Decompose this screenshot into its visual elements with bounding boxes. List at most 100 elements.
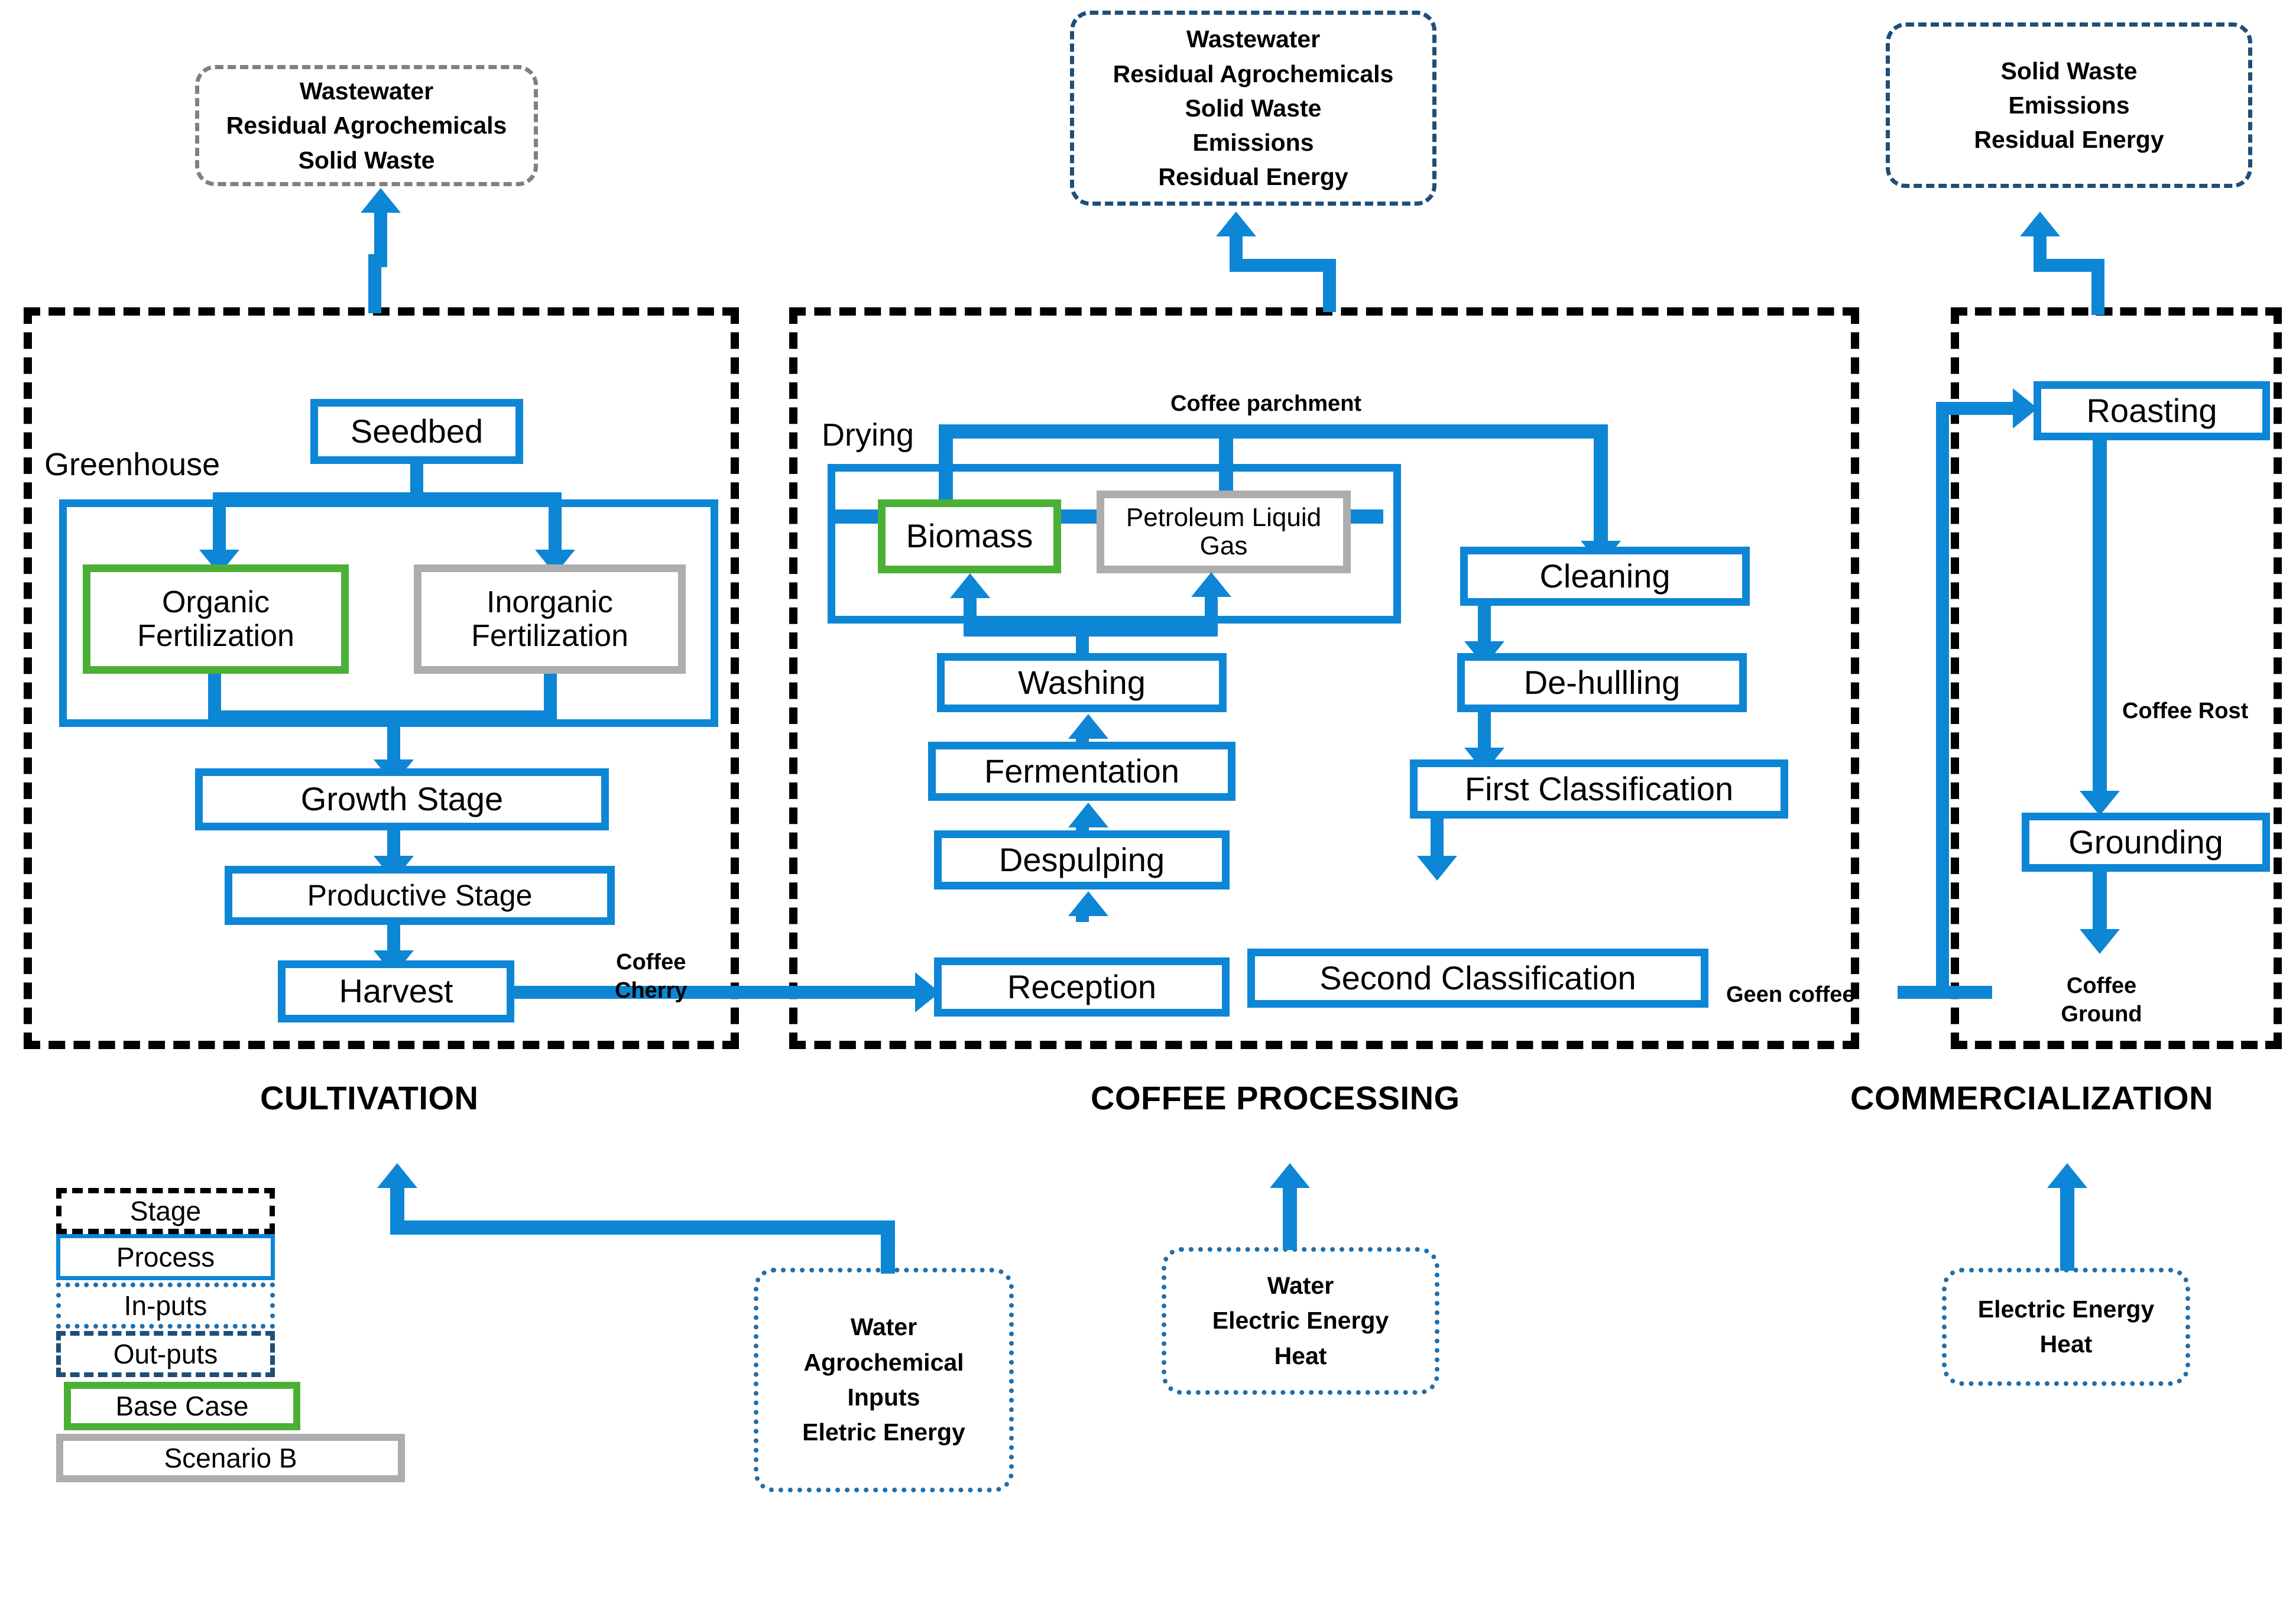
process-productive-stage[interactable]: Productive Stage <box>225 866 615 925</box>
flow-label-line: Cherry <box>615 978 687 1003</box>
connector-inorganic-down <box>544 674 557 710</box>
process-cleaning[interactable]: Cleaning <box>1460 547 1750 606</box>
input-line: Agrochemical <box>803 1348 964 1376</box>
process-label-line: Gas <box>1199 531 1248 560</box>
connector-cult-input-arrow <box>377 1163 417 1188</box>
process-petroleum-liquid-gas[interactable]: Petroleum Liquid Gas <box>1097 491 1351 573</box>
output-line: Wastewater <box>299 77 434 105</box>
process-inorganic-fertilization[interactable]: Inorganic Fertilization <box>414 564 686 674</box>
connector-comm-output-h <box>2034 259 2104 272</box>
input-line: Heat <box>1274 1342 1327 1369</box>
output-line: Emissions <box>2008 91 2130 119</box>
output-line: Residual Energy <box>1974 126 2164 154</box>
legend-item-stage: Stage <box>56 1188 275 1234</box>
flow-label-line: Ground <box>2061 1001 2142 1027</box>
connector-grounding-out <box>2093 872 2107 934</box>
input-line: Water <box>850 1313 917 1341</box>
legend-item-scenario-b: Scenario B <box>56 1434 405 1482</box>
connector-processing-output-v1 <box>1230 236 1243 266</box>
input-box-cultivation: Water Agrochemical Inputs Eletric Energy <box>754 1268 1014 1492</box>
input-line: Electric Energy <box>1977 1295 2155 1323</box>
connector-cultivation-output-v2 <box>368 254 381 313</box>
connector-comm-input-arrow <box>2047 1163 2087 1188</box>
connector-cultivation-output-v1 <box>374 213 387 260</box>
flow-label-geen-coffee: Geen coffee <box>1726 982 1855 1007</box>
connector-parchment-v-right <box>1594 424 1608 546</box>
input-box-processing: Water Electric Energy Heat <box>1162 1247 1439 1395</box>
stage-title-processing: COFFEE PROCESSING <box>1091 1079 1460 1116</box>
process-washing[interactable]: Washing <box>937 653 1227 712</box>
output-line: Solid Waste <box>2000 57 2138 85</box>
connector-proc-input-arrow <box>1270 1163 1310 1188</box>
connector-fertilization-merge <box>208 710 557 723</box>
flow-label-coffee-rost: Coffee Rost <box>2122 699 2249 723</box>
input-line: Water <box>1267 1271 1334 1299</box>
connector-seedbed-split <box>213 492 562 505</box>
process-fermentation[interactable]: Fermentation <box>928 742 1235 801</box>
output-line: Emissions <box>1192 129 1314 157</box>
connector-comm-output-v1 <box>2034 236 2047 266</box>
connector-grounding-arrow <box>2080 791 2120 816</box>
output-line: Residual Agrochemicals <box>1113 60 1394 87</box>
process-harvest[interactable]: Harvest <box>278 960 514 1022</box>
connector-cultivation-output-arrow <box>361 188 401 213</box>
input-line: Inputs <box>847 1384 920 1411</box>
input-box-commercialization: Electric Energy Heat <box>1942 1268 2190 1386</box>
process-first-classification[interactable]: First Classification <box>1410 759 1788 819</box>
flow-label-line: Coffee <box>2066 973 2137 998</box>
process-biomass[interactable]: Biomass <box>878 499 1061 573</box>
connector-merge-to-growth <box>387 710 400 764</box>
connector-biomass-arrow <box>950 573 990 598</box>
connector-geen-coffee-h <box>1898 986 1992 999</box>
process-label-line: Fertilization <box>471 618 628 653</box>
connector-geen-coffee-to-roasting <box>1936 402 2016 415</box>
process-de-hullling[interactable]: De-hullling <box>1457 653 1747 712</box>
connector-proc-input-v <box>1283 1188 1297 1250</box>
process-seedbed[interactable]: Seedbed <box>310 399 523 464</box>
output-line: Solid Waste <box>1185 94 1322 122</box>
output-box-cultivation: Wastewater Residual Agrochemicals Solid … <box>195 65 538 186</box>
stage-title-cultivation: CULTIVATION <box>260 1079 479 1116</box>
connector-first-to-second <box>1431 819 1444 860</box>
flow-label-line: Coffee <box>616 950 686 975</box>
output-line: Solid Waste <box>298 146 435 174</box>
connector-organic-down <box>208 674 221 710</box>
connector-comm-output-v2 <box>2091 259 2104 315</box>
process-grounding[interactable]: Grounding <box>2022 813 2270 872</box>
stage-container-processing <box>789 307 1859 1049</box>
connector-seedbed-down <box>410 464 423 492</box>
connector-petroleum-arrow <box>1191 572 1231 597</box>
process-reception[interactable]: Reception <box>934 957 1230 1017</box>
process-label-line: Organic <box>161 585 270 620</box>
connector-dehulling-to-first <box>1478 712 1491 754</box>
connector-geen-coffee-v <box>1936 402 1949 987</box>
connector-processing-output-arrow <box>1216 212 1256 236</box>
connector-washing-split <box>964 624 1218 637</box>
output-line: Residual Energy <box>1158 163 1348 191</box>
process-organic-fertilization[interactable]: Organic Fertilization <box>83 564 349 674</box>
process-second-classification[interactable]: Second Classification <box>1247 949 1708 1008</box>
connector-second-classification-arrow <box>1417 856 1457 881</box>
process-growth-stage[interactable]: Growth Stage <box>195 768 609 830</box>
process-despulping[interactable]: Despulping <box>934 830 1230 889</box>
greenhouse-label: Greenhouse <box>44 447 220 482</box>
connector-to-petroleum <box>1205 597 1218 626</box>
connector-reception-up <box>1076 910 1089 922</box>
connector-seedbed-right <box>549 492 562 554</box>
input-line: Heat <box>2039 1330 2093 1358</box>
connector-parchment-h-top <box>939 424 1607 439</box>
connector-productive-to-harvest <box>387 925 400 957</box>
legend-item-process: Process <box>56 1234 275 1280</box>
connector-harvest-to-reception <box>514 986 916 999</box>
output-line: Residual Agrochemicals <box>226 112 507 139</box>
connector-roasting-to-grounding <box>2093 440 2107 795</box>
input-line: Electric Energy <box>1212 1307 1389 1335</box>
stage-title-commercialization: COMMERCIALIZATION <box>1850 1079 2214 1116</box>
output-line: Wastewater <box>1186 25 1321 53</box>
connector-processing-output-v2 <box>1323 259 1336 312</box>
connector-comm-output-arrow <box>2020 212 2060 236</box>
process-roasting[interactable]: Roasting <box>2034 381 2270 440</box>
process-label-line: Fertilization <box>137 618 294 653</box>
connector-cleaning-to-dehulling <box>1478 606 1491 647</box>
flow-label-coffee-cherry: Coffee Cherry <box>615 949 687 1005</box>
